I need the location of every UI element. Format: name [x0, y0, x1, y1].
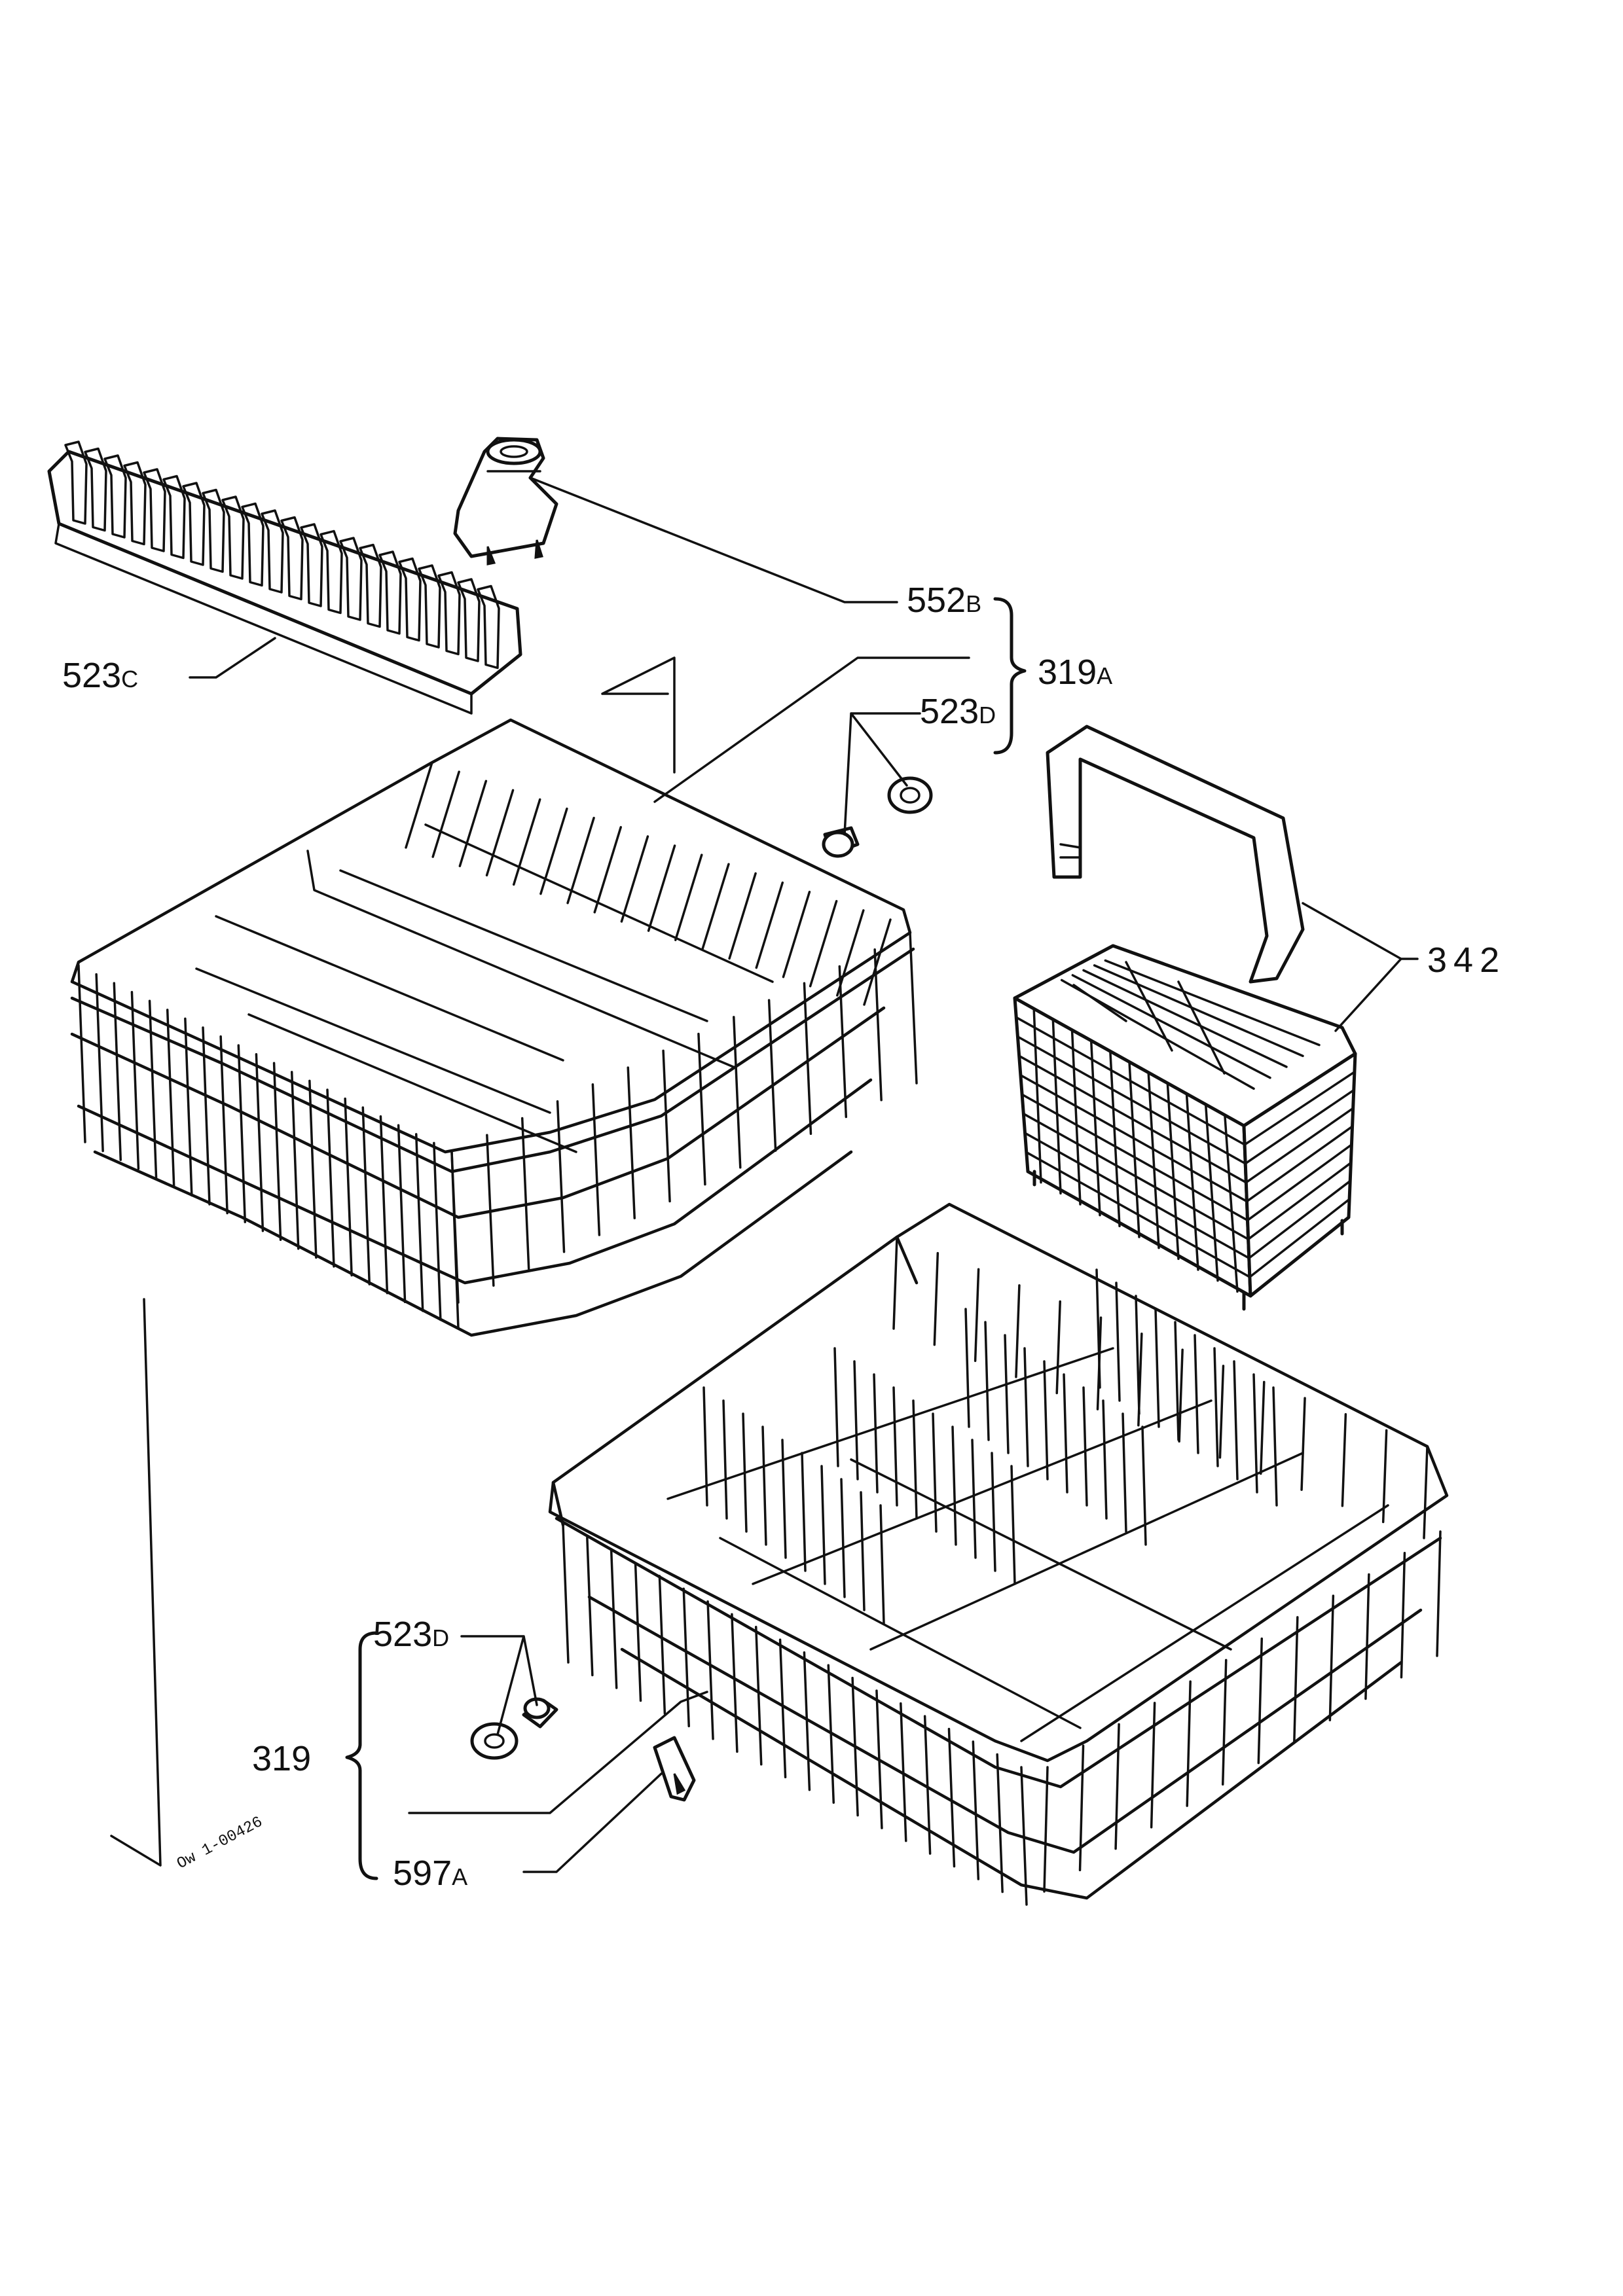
label-552b: 552B: [907, 581, 981, 620]
label-597a: 597A: [393, 1854, 467, 1893]
lower-rack-part: [548, 1202, 1449, 1906]
lower-wheel-pair: [470, 1697, 558, 1760]
drawing-number-stamp: Ow 1-00426: [174, 1814, 266, 1873]
label-523d-upper: 523D: [920, 692, 996, 731]
upper-rack-part: [70, 718, 918, 1337]
leader-lines: [110, 476, 1419, 1873]
label-523c: 523C: [62, 656, 138, 695]
cutlery-basket-part: [1013, 725, 1357, 1311]
label-523d-lower: 523D: [373, 1615, 449, 1654]
label-319a: 319A: [1038, 653, 1112, 692]
rack-handle-part: [453, 437, 558, 565]
upper-wheel-pair: [822, 776, 933, 858]
cup-shelf-part: [47, 440, 522, 715]
braces: [345, 597, 1027, 1880]
label-319: 319: [252, 1739, 311, 1778]
label-342: 342: [1427, 941, 1506, 980]
rack-clip-part: [653, 1736, 696, 1802]
